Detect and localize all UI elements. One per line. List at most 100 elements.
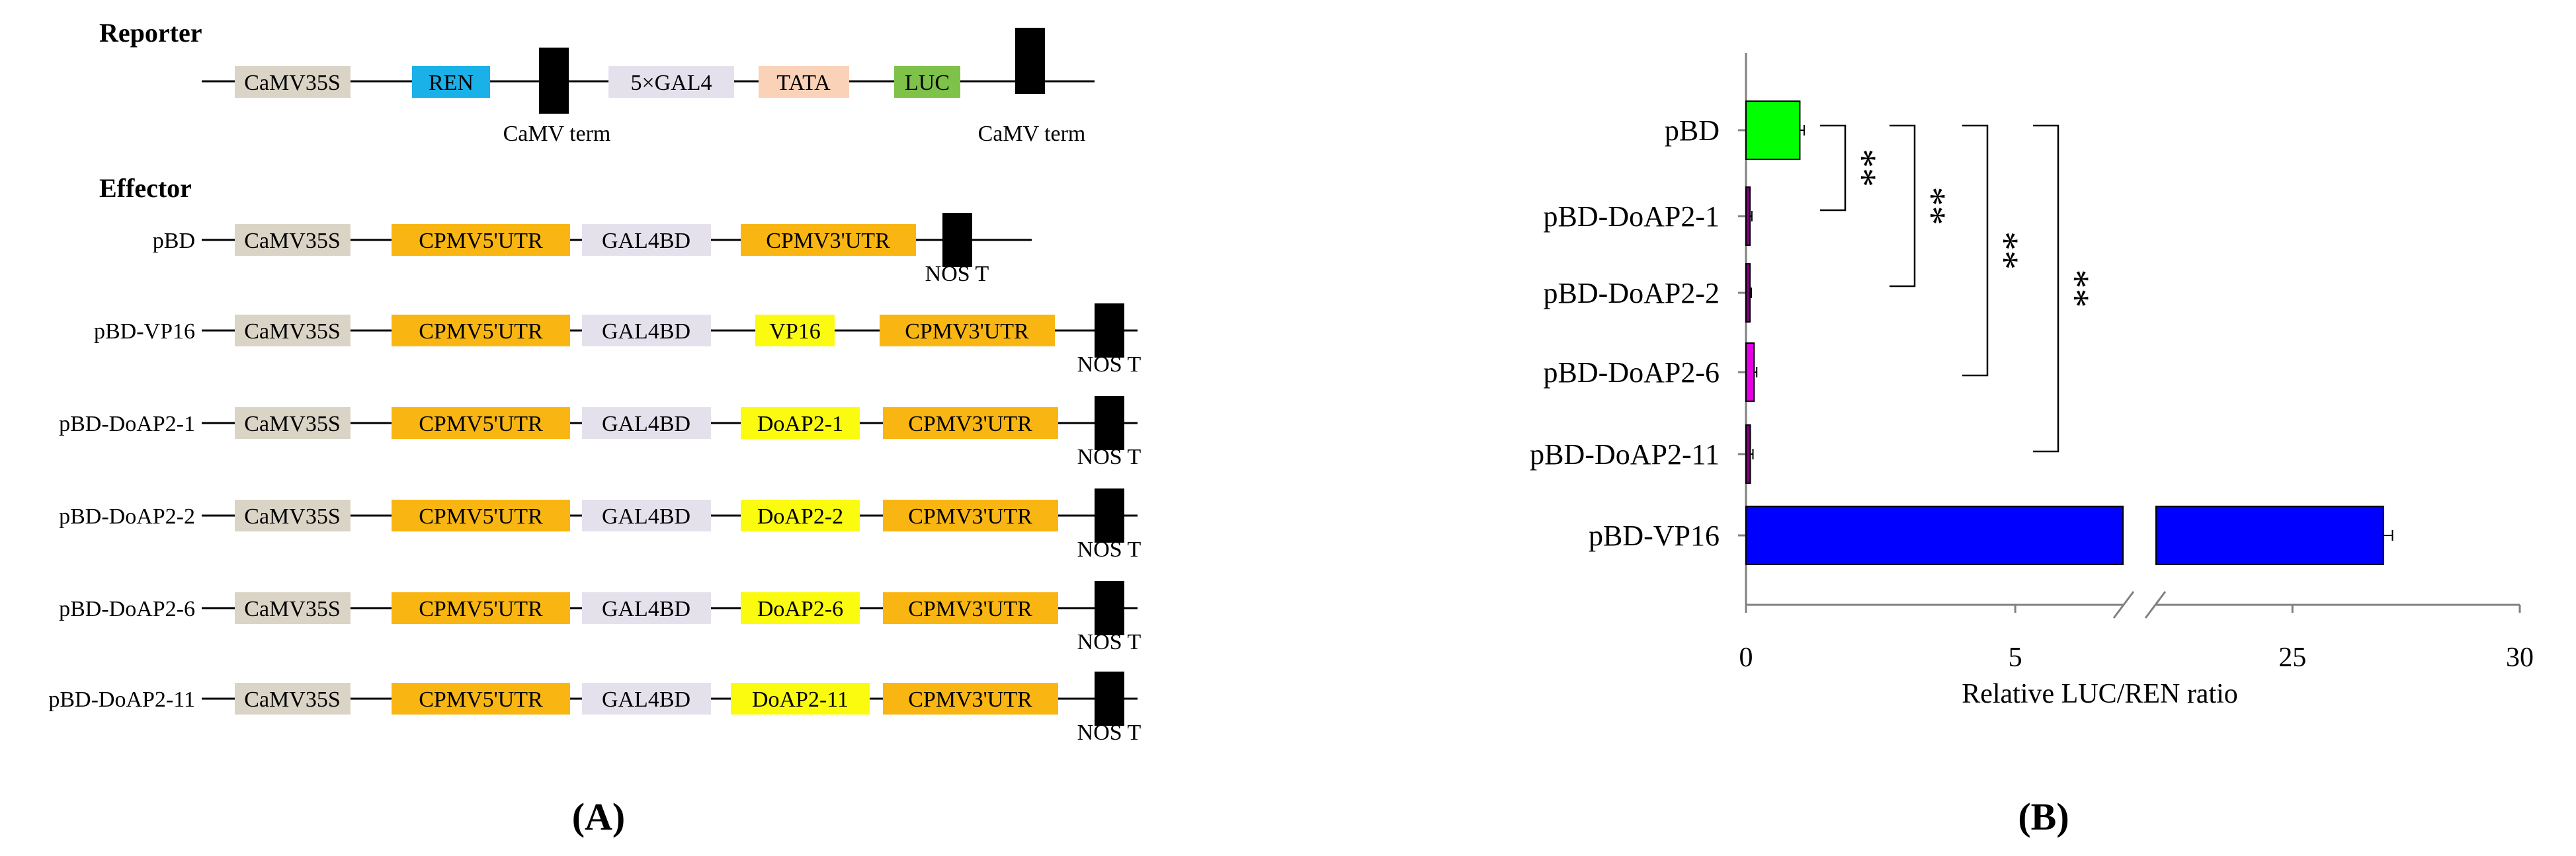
- terminator-label: NOS T: [1077, 352, 1142, 377]
- effector-name: pBD-VP16: [94, 319, 195, 344]
- utr3-box: [883, 407, 1058, 439]
- panel-b-label: (B): [2018, 795, 2069, 838]
- x-axis-title: Relative LUC/REN ratio: [1962, 679, 2238, 709]
- bar: [1745, 506, 2124, 565]
- reporter-luc-box: [894, 66, 960, 98]
- terminator-label: NOS T: [1077, 537, 1142, 562]
- insert-label: DoAP2-2: [757, 504, 843, 529]
- bar: [2155, 506, 2384, 565]
- significance-bracket: [1962, 124, 1989, 377]
- bar: [1745, 100, 1801, 160]
- gal4bd-label: GAL4BD: [602, 504, 690, 529]
- insert-box: [741, 407, 860, 439]
- promoter-box: [235, 315, 351, 346]
- utr3-label: CPMV3'UTR: [908, 597, 1032, 621]
- terminator-label: NOS T: [1077, 720, 1142, 745]
- reporter-gal4-label: 5×GAL4: [630, 71, 712, 95]
- utr3-box: [883, 500, 1058, 531]
- promoter-box: [235, 224, 351, 256]
- utr5-box: [392, 224, 570, 256]
- utr3-box: [883, 683, 1058, 715]
- insert-box: [731, 683, 870, 715]
- utr3-box: [880, 315, 1055, 346]
- insert-label: DoAP2-6: [757, 597, 843, 621]
- promoter-label: CaMV35S: [244, 412, 340, 436]
- promoter-box: [235, 407, 351, 439]
- effector-name: pBD-DoAP2-11: [48, 687, 195, 712]
- promoter-label: CaMV35S: [244, 319, 340, 344]
- promoter-label: CaMV35S: [244, 504, 340, 529]
- terminator-label: NOS T: [1077, 445, 1142, 469]
- gal4bd-box: [582, 500, 711, 531]
- utr3-label: CPMV3'UTR: [908, 687, 1032, 712]
- utr3-label: CPMV3'UTR: [905, 319, 1029, 344]
- y-tick-label: pBD: [1665, 114, 1720, 147]
- effector-name: pBD-DoAP2-1: [59, 412, 195, 436]
- reporter-tata-label: TATA: [776, 71, 831, 95]
- reporter-ren-box: [412, 66, 490, 98]
- reporter-gal4-box: [608, 66, 734, 98]
- significance-stars: **: [1911, 187, 1954, 225]
- utr5-box: [392, 407, 570, 439]
- insert-box: [755, 315, 835, 346]
- reporter-construct: CaMV35S REN CaMV term 5×GAL4 TATA LUC Ca…: [202, 28, 1095, 146]
- utr5-box: [392, 500, 570, 531]
- insert-label: DoAP2-11: [752, 687, 849, 712]
- utr5-label: CPMV5'UTR: [419, 504, 543, 529]
- utr5-label: CPMV5'UTR: [419, 229, 543, 253]
- promoter-label: CaMV35S: [244, 597, 340, 621]
- gal4bd-label: GAL4BD: [602, 687, 690, 712]
- terminator-block: [1095, 672, 1124, 726]
- significance-bracket: [1890, 124, 1916, 288]
- significance-bracket: [1820, 124, 1847, 212]
- axis-break-mark: [2144, 591, 2167, 619]
- terminator-block: [1095, 396, 1124, 450]
- utr5-box: [392, 683, 570, 715]
- utr5-label: CPMV5'UTR: [419, 319, 543, 344]
- reporter-terminator-1-block: [539, 48, 569, 114]
- utr5-box: [392, 315, 570, 346]
- terminator-block: [1095, 581, 1124, 635]
- terminator-label: NOS T: [925, 262, 989, 286]
- utr5-label: CPMV5'UTR: [419, 597, 543, 621]
- utr5-label: CPMV5'UTR: [419, 687, 543, 712]
- gal4bd-box: [582, 315, 711, 346]
- gal4bd-label: GAL4BD: [602, 412, 690, 436]
- gal4bd-box: [582, 683, 711, 715]
- reporter-heading: Reporter: [99, 18, 202, 48]
- significance-stars: **: [2054, 270, 2097, 308]
- gal4bd-box: [582, 592, 711, 624]
- reporter-ren-label: REN: [429, 71, 474, 95]
- y-tick-label: pBD-DoAP2-2: [1544, 277, 1720, 309]
- insert-box: [741, 592, 860, 624]
- significance-stars: **: [1983, 231, 2026, 270]
- bar: [1745, 342, 1755, 402]
- promoter-box: [235, 500, 351, 531]
- terminator-block: [1095, 303, 1124, 358]
- utr5-label: CPMV5'UTR: [419, 412, 543, 436]
- reporter-terminator-2-block: [1015, 28, 1045, 94]
- promoter-box: [235, 683, 351, 715]
- utr5-box: [392, 592, 570, 624]
- x-tick-label: 5: [2009, 642, 2022, 673]
- terminator-label: NOS T: [1077, 630, 1142, 654]
- gal4bd-box: [582, 407, 711, 439]
- reporter-terminator-1-label: CaMV term: [503, 122, 611, 146]
- gal4bd-label: GAL4BD: [602, 229, 690, 253]
- promoter-label: CaMV35S: [244, 229, 340, 253]
- x-tick-label: 30: [2506, 642, 2534, 673]
- utr3-label: CPMV3'UTR: [908, 412, 1032, 436]
- reporter-tata-box: [759, 66, 849, 98]
- gal4bd-label: GAL4BD: [602, 597, 690, 621]
- utr3-label: CPMV3'UTR: [908, 504, 1032, 529]
- panel-a: Reporter CaMV35S REN CaMV term 5×GAL4 TA…: [48, 18, 1141, 838]
- gal4bd-box: [582, 224, 711, 256]
- y-tick-label: pBD-VP16: [1589, 520, 1720, 552]
